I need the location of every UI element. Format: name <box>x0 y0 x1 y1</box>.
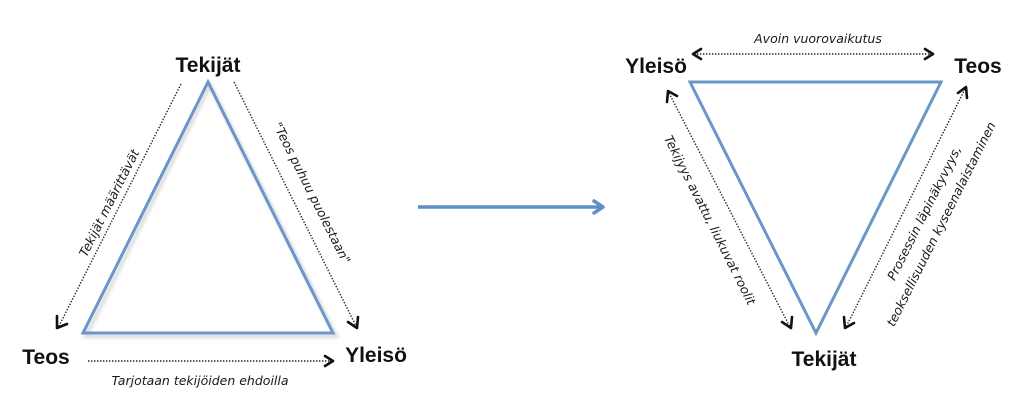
before-edge-bottom-label: Tarjotaan tekijöiden ehdoilla <box>111 373 288 388</box>
arrowhead-icon <box>691 47 703 61</box>
arrowhead-icon <box>665 89 679 104</box>
before-edge-bottom-arrow <box>88 354 335 368</box>
after-edge-left-label: Tekijyys avattu, liukuvat roolit <box>661 133 759 309</box>
before-triangle <box>80 78 336 335</box>
arrowhead-icon <box>923 47 935 61</box>
after-edge-right-arrow <box>842 85 969 330</box>
arrowhead-icon <box>842 315 856 330</box>
after-node-teos: Teos <box>954 55 1001 78</box>
before-node-yleiso: Yleisö <box>345 344 407 367</box>
before-triangle-shadow <box>82 80 340 338</box>
arrowhead-icon <box>956 85 969 100</box>
before-edge-left-arrow <box>55 83 182 330</box>
arrowhead-icon <box>780 315 794 330</box>
after-edge-left-arrow <box>665 89 794 330</box>
before-edge-right-label: "Teos puhuu puolestaan" <box>270 120 354 266</box>
after-node-tekijat: Tekijät <box>792 348 857 371</box>
after-edge-right-label-line2: teoksellisuuden kyseenalaistaminen <box>883 119 998 329</box>
after-node-yleiso: Yleisö <box>625 55 687 78</box>
after-triangle <box>687 80 944 337</box>
before-node-tekijat: Tekijät <box>176 54 241 77</box>
arrowhead-icon <box>55 314 69 330</box>
arrowhead-icon <box>346 315 360 330</box>
before-diagram: Tekijät Teos Yleisö Tekijät määrittävät … <box>22 54 407 388</box>
before-node-teos: Teos <box>22 346 69 369</box>
transition-arrow-icon <box>418 199 605 215</box>
after-edge-top-arrow <box>691 47 935 61</box>
before-edge-right-arrow <box>233 81 360 330</box>
arrowhead-icon <box>323 354 335 368</box>
after-diagram: Yleisö Teos Tekijät Avoin vuorovaikutus … <box>625 31 1002 371</box>
after-edge-top-label: Avoin vuorovaikutus <box>753 31 882 46</box>
